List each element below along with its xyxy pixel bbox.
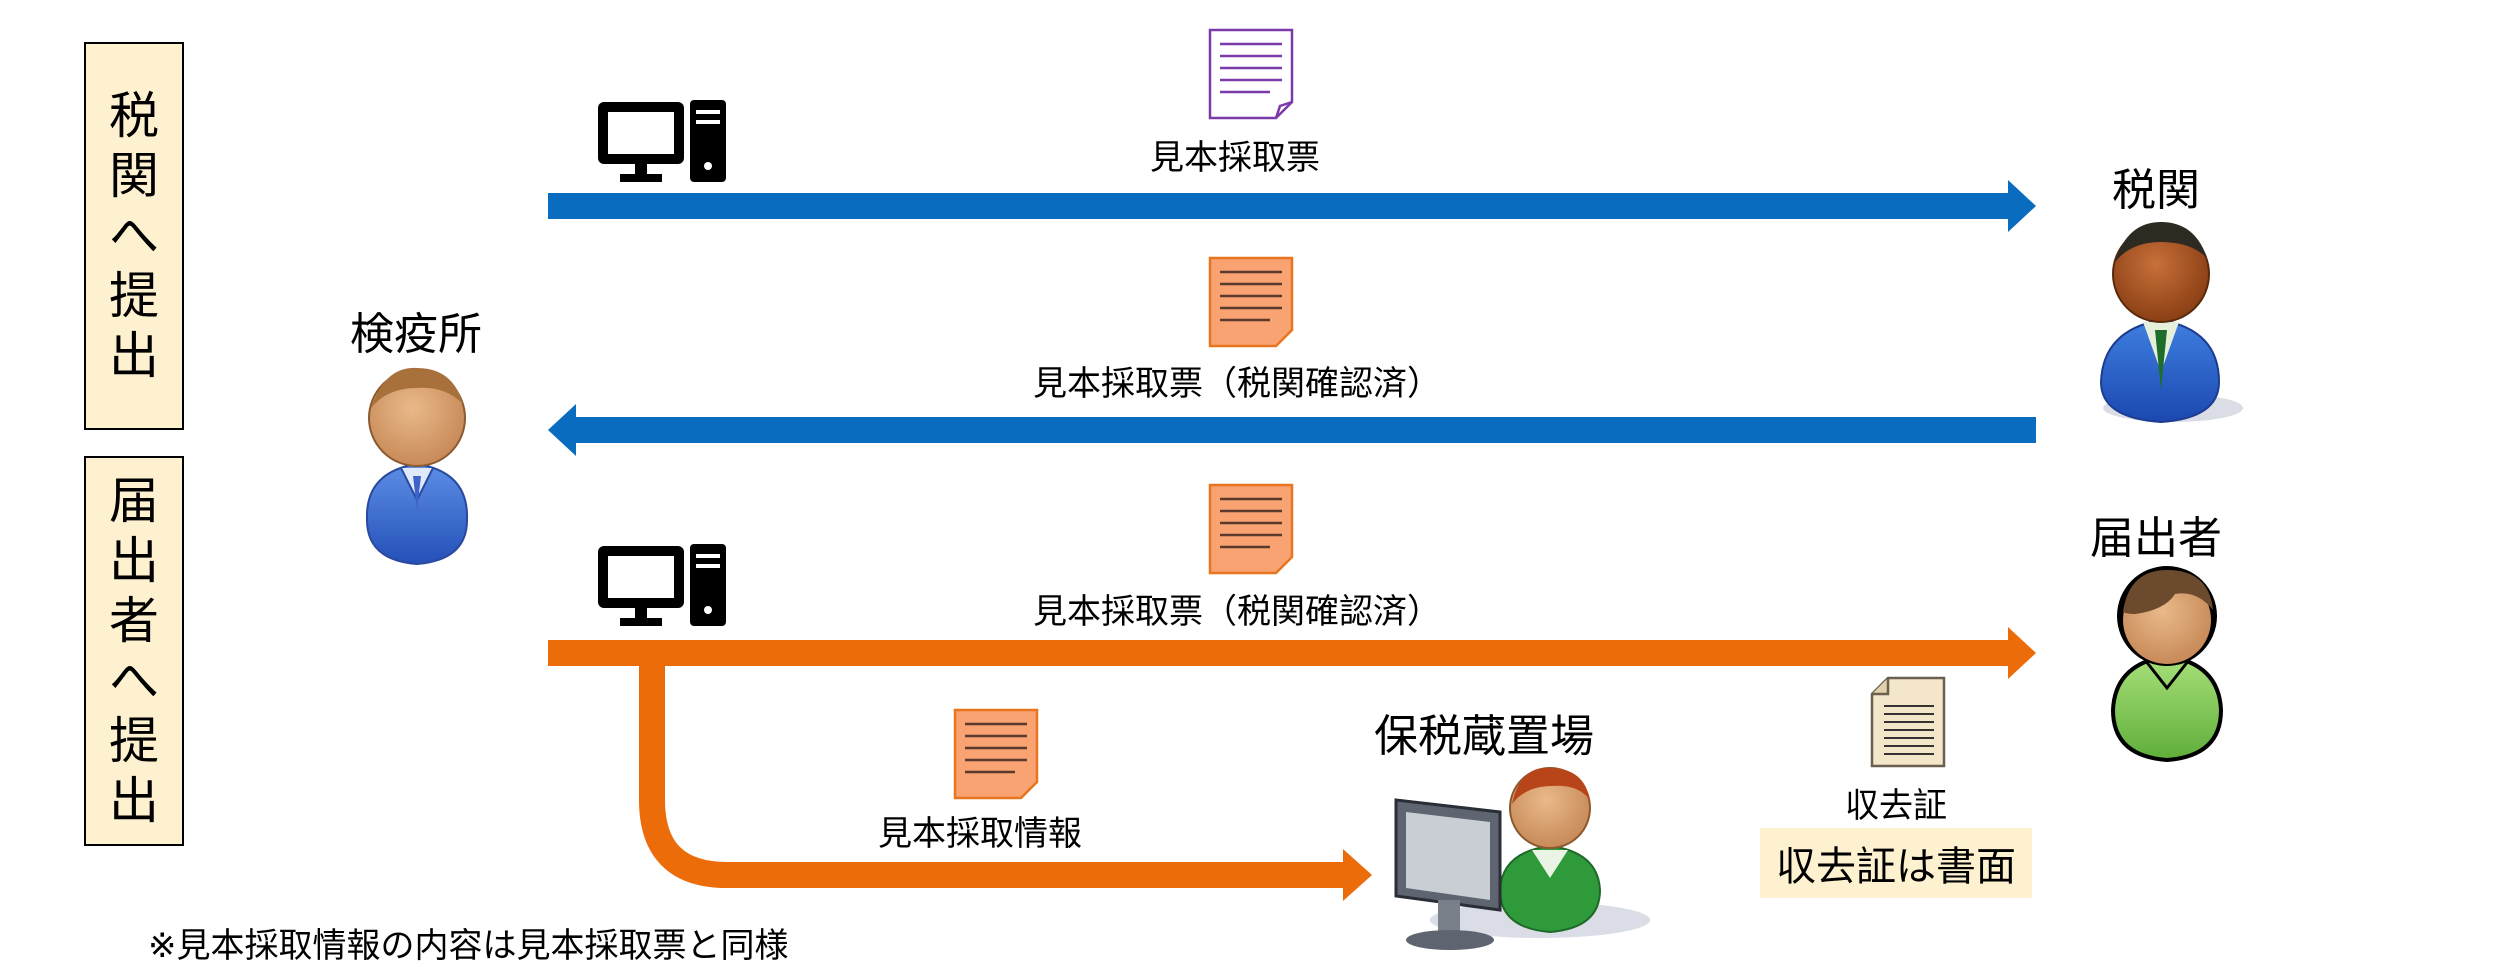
document-icon bbox=[953, 708, 1039, 800]
quarantine-label: 検疫所 bbox=[350, 309, 482, 360]
side-char: 出 bbox=[109, 772, 159, 830]
footnote: ※見本採取情報の内容は見本採取票と同様 bbox=[148, 926, 789, 966]
declarant-label: 届出者 bbox=[2090, 513, 2222, 564]
arrow-to-customs bbox=[548, 180, 2036, 232]
side-char: 提 bbox=[109, 712, 159, 770]
computer-icon bbox=[598, 544, 726, 626]
side-char: 出 bbox=[109, 532, 159, 590]
side-char: 関 bbox=[109, 147, 159, 205]
flow-from-customs-label: 見本採取票（税関確認済） bbox=[1033, 364, 1441, 404]
side-char: 提 bbox=[109, 267, 159, 325]
receipt-note: 収去証は書面 bbox=[1760, 828, 2032, 898]
flow-to-bonded-area-label: 見本採取情報 bbox=[878, 814, 1082, 854]
arrow-to-declarant bbox=[548, 627, 2036, 679]
declarant-submission-box: 届 出 者 へ 提 出 bbox=[84, 456, 184, 846]
receipt-label: 収去証 bbox=[1845, 786, 1947, 826]
customs-submission-box: 税 関 へ 提 出 bbox=[84, 42, 184, 430]
customs-label: 税関 bbox=[2112, 165, 2200, 216]
document-icon bbox=[1208, 256, 1294, 348]
flow-to-declarant-label: 見本採取票（税関確認済） bbox=[1033, 592, 1441, 632]
quarantine-person-icon bbox=[365, 367, 469, 566]
side-char: 届 bbox=[109, 472, 159, 530]
side-char: へ bbox=[109, 207, 159, 265]
bonded-area-label: 保税蔵置場 bbox=[1374, 711, 1594, 762]
flow-to-customs-label: 見本採取票 bbox=[1150, 138, 1320, 178]
arrow-to-bonded-area bbox=[639, 666, 1372, 901]
side-char: へ bbox=[109, 652, 159, 710]
side-char: 出 bbox=[109, 327, 159, 385]
side-char: 税 bbox=[109, 87, 159, 145]
receipt-document-icon bbox=[1870, 676, 1946, 768]
bonded-area-person-icon bbox=[1394, 767, 1650, 950]
document-icon bbox=[1208, 28, 1294, 120]
arrow-from-customs bbox=[548, 404, 2036, 456]
computer-icon bbox=[598, 100, 726, 182]
document-icon bbox=[1208, 483, 1294, 575]
side-char: 者 bbox=[109, 592, 159, 650]
declarant-person-icon bbox=[2110, 566, 2224, 763]
customs-person-icon bbox=[2099, 222, 2243, 424]
